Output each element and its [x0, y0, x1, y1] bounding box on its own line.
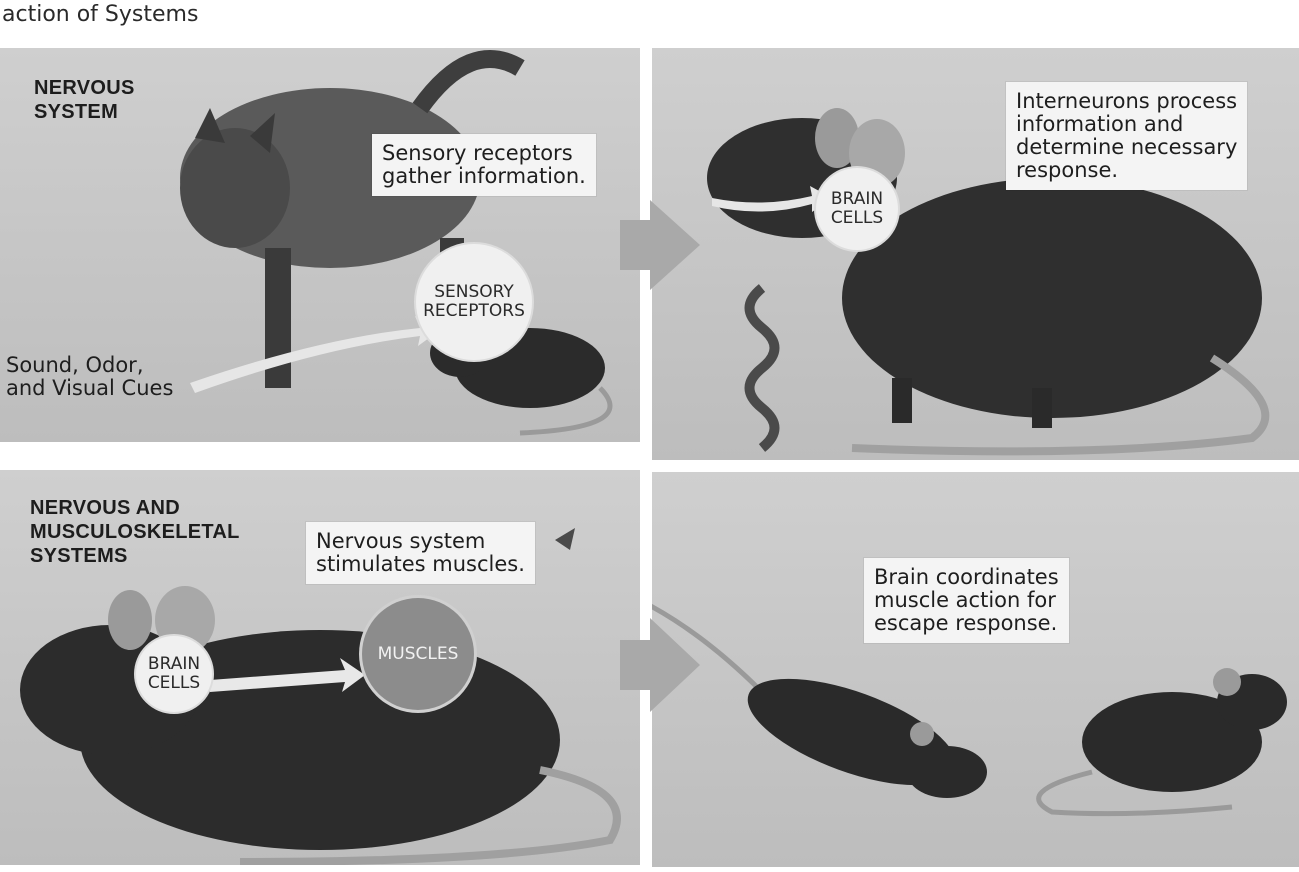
cue-arrow [190, 316, 440, 393]
callout-line: information and [1016, 113, 1237, 136]
callout-line: muscle action for [874, 589, 1059, 612]
sitting-mouse-ear [1213, 668, 1241, 696]
heading-line: NERVOUS [34, 76, 135, 100]
callout-line: gather information. [382, 165, 586, 188]
callout-line: Sensory receptors [382, 142, 586, 165]
callout-line: stimulates muscles. [316, 553, 525, 576]
leaping-mouse-head [907, 746, 987, 798]
cat-tail [420, 59, 520, 108]
circle-line: BRAIN [831, 190, 883, 209]
heading-nervous-system: NERVOUS SYSTEM [34, 76, 135, 124]
leaping-mouse-ear [910, 722, 934, 746]
callout-line: response. [1016, 159, 1237, 182]
circle-line: CELLS [831, 209, 883, 228]
brain-cells-circle: BRAIN CELLS [136, 636, 212, 712]
heading-nervous-musculoskeletal: NERVOUS AND MUSCULOSKELETAL SYSTEMS [30, 496, 240, 568]
cue-line: Sound, Odor, [6, 354, 173, 377]
callout-line: escape response. [874, 612, 1059, 635]
rat-leg [1032, 388, 1052, 428]
panel4-illustration [652, 472, 1299, 867]
panel-nervous-system: NERVOUS SYSTEM Sensory receptors gather … [0, 48, 640, 442]
nerve-connector [750, 288, 775, 448]
heading-line: SYSTEMS [30, 544, 240, 568]
brain-cells-circle: BRAIN CELLS [816, 168, 898, 250]
heading-line: SYSTEM [34, 100, 135, 124]
connector-arrowhead [555, 528, 575, 550]
heading-line: NERVOUS AND [30, 496, 240, 520]
circle-line: MUSCLES [378, 645, 459, 664]
muscles-circle: MUSCLES [362, 598, 474, 710]
circle-line: BRAIN [148, 655, 200, 674]
panel-interneurons: BRAIN CELLS Interneurons process informa… [652, 48, 1299, 460]
callout-line: Brain coordinates [874, 566, 1059, 589]
circle-line: SENSORY [423, 283, 525, 302]
circle-line: CELLS [148, 674, 200, 693]
callout-interneurons: Interneurons process information and det… [1006, 82, 1247, 190]
panel-escape-response: Brain coordinates muscle action for esca… [652, 472, 1299, 867]
callout-brain-coordinates: Brain coordinates muscle action for esca… [864, 558, 1069, 643]
rat-ear-left [108, 590, 152, 650]
callout-sensory-receptors: Sensory receptors gather information. [372, 134, 596, 196]
cat-head [180, 128, 290, 248]
panel-nervous-musculoskeletal: NERVOUS AND MUSCULOSKELETAL SYSTEMS Nerv… [0, 470, 640, 865]
callout-line: Nervous system [316, 530, 525, 553]
leaping-mouse-tail [652, 592, 762, 692]
callout-nervous-stimulates: Nervous system stimulates muscles. [306, 522, 535, 584]
callout-line: determine necessary [1016, 136, 1237, 159]
sensory-receptors-circle: SENSORY RECEPTORS [416, 244, 532, 360]
heading-line: MUSCULOSKELETAL [30, 520, 240, 544]
cue-label: Sound, Odor, and Visual Cues [6, 354, 173, 400]
circle-line: RECEPTORS [423, 302, 525, 321]
callout-line: Interneurons process [1016, 90, 1237, 113]
figure-title: action of Systems [2, 2, 198, 27]
rat-leg [892, 378, 912, 423]
cue-line: and Visual Cues [6, 377, 173, 400]
